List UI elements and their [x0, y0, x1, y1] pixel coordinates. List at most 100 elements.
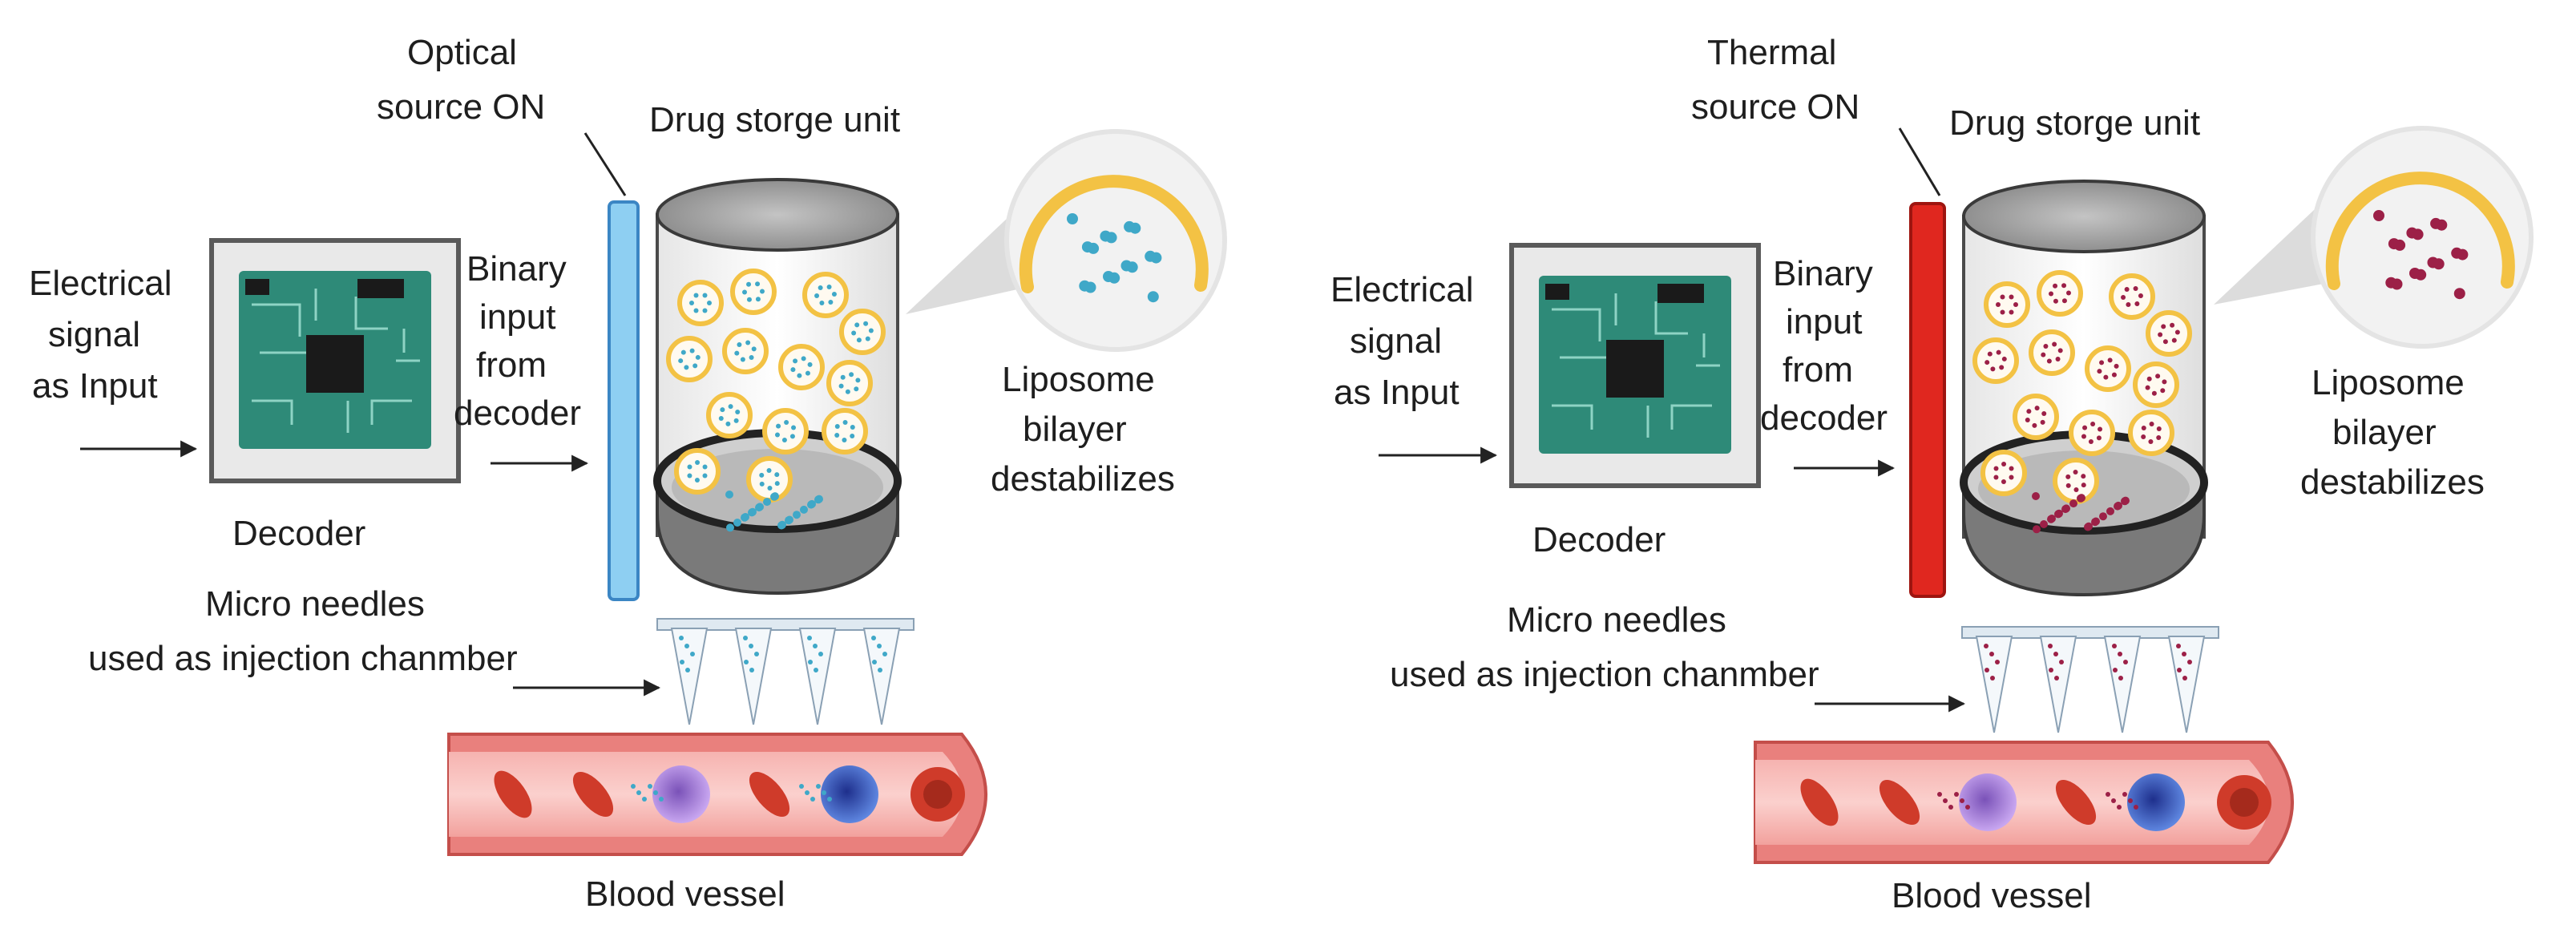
drug-molecule	[2046, 358, 2052, 364]
drug-molecule	[692, 363, 698, 369]
drug-molecule	[2061, 283, 2067, 289]
red-blood-cell-icon	[1800, 778, 1839, 826]
drug-molecule	[2032, 492, 2040, 500]
drug-molecule	[2009, 466, 2014, 471]
drug-molecule	[2156, 426, 2162, 431]
drug-molecule	[2099, 360, 2105, 365]
drug-molecule	[749, 507, 757, 516]
drug-molecule	[1120, 260, 1133, 272]
drug-molecule	[2073, 470, 2078, 475]
white-blood-cell-icon	[821, 765, 878, 823]
drug-molecule	[882, 652, 887, 656]
drug-molecule	[2158, 332, 2163, 337]
drug-molecule	[793, 511, 801, 519]
drug-molecule	[2034, 406, 2040, 411]
source-label-line-1: Optical	[407, 33, 517, 72]
drug-molecule	[1079, 280, 1091, 292]
needle-base	[656, 618, 915, 631]
drug-molecule	[759, 289, 765, 294]
drug-molecule	[2073, 487, 2079, 492]
source-label-line-2: source ON	[377, 87, 545, 127]
drug-molecule	[850, 424, 855, 430]
drug-molecule	[2138, 293, 2143, 298]
drug-molecule	[2122, 792, 2127, 797]
drug-molecule	[845, 389, 850, 394]
drug-molecule	[791, 425, 797, 430]
red-blood-cell-icon	[2055, 779, 2097, 826]
drug-molecule	[680, 660, 684, 664]
optical-source-bar	[608, 200, 640, 601]
drug-molecule	[694, 477, 700, 483]
drug-molecule	[2176, 644, 2181, 648]
drug-molecule	[2162, 379, 2167, 385]
drug-molecule	[813, 644, 818, 648]
drug-molecule	[834, 433, 840, 438]
drug-molecule	[838, 383, 844, 389]
drug-molecule	[819, 301, 825, 306]
liposome-label-line-2: bilayer	[1023, 410, 1127, 449]
drug-molecule	[815, 495, 823, 503]
drug-molecule	[814, 668, 818, 672]
drug-molecule	[2155, 374, 2161, 379]
blood-vessel	[447, 733, 987, 856]
drug-molecule	[631, 784, 636, 789]
input-label-line-3: as Input	[32, 366, 158, 406]
drug-molecule	[2385, 277, 2397, 289]
drug-molecule	[842, 437, 847, 442]
drug-molecule	[863, 321, 869, 326]
drug-molecule	[2048, 644, 2053, 648]
drug-molecule	[687, 473, 692, 479]
drug-molecule	[2124, 287, 2130, 293]
zoom-drug-molecules	[1067, 213, 1162, 303]
microneedle-icon	[2039, 636, 2077, 733]
liposome-icon	[746, 456, 793, 503]
binary-label-line-1: Binary	[1773, 254, 1873, 293]
drug-molecule	[818, 652, 823, 656]
drug-molecule	[2134, 805, 2138, 810]
drug-molecule	[2149, 422, 2154, 427]
liposome-group	[1972, 270, 2192, 504]
drug-molecule	[1984, 360, 1990, 365]
liposome-icon	[2146, 310, 2192, 357]
drug-molecule	[831, 291, 837, 297]
drug-molecule	[2156, 434, 2162, 440]
drug-molecule	[771, 492, 779, 501]
drug-molecule	[1990, 366, 1996, 372]
vessel-label: Blood vessel	[1892, 876, 2091, 915]
liposome-icon	[666, 336, 713, 382]
drug-molecule	[850, 433, 855, 438]
drug-molecule	[679, 636, 684, 640]
source-label-line-2: source ON	[1691, 87, 1859, 127]
drug-molecule	[2085, 522, 2093, 531]
drug-molecule	[648, 784, 652, 789]
drug-molecule	[2112, 644, 2117, 648]
drug-molecule	[695, 460, 701, 466]
drug-molecule	[828, 299, 834, 305]
drug-molecule	[2126, 302, 2131, 308]
blood-vessel	[1754, 741, 2294, 864]
drug-molecule	[1993, 466, 1999, 471]
drug-molecule	[749, 668, 754, 672]
drug-molecule	[2388, 238, 2400, 250]
drug-molecule	[718, 416, 724, 422]
drug-molecule	[2065, 474, 2071, 479]
decoder-chip	[1509, 243, 1761, 488]
drug-molecule	[805, 370, 810, 376]
drug-molecule	[2141, 434, 2146, 440]
drug-molecule	[744, 660, 749, 664]
drug-molecule	[784, 420, 789, 426]
drug-molecule	[2065, 290, 2071, 296]
drug-molecule	[1987, 351, 1993, 357]
drug-molecule	[2009, 475, 2014, 480]
drug-molecule	[2032, 422, 2037, 428]
drug-molecule	[2082, 425, 2088, 430]
drug-molecule	[687, 464, 692, 470]
liposome-icon	[1972, 337, 2019, 384]
drug-molecule	[733, 519, 741, 527]
drug-molecule	[2041, 352, 2046, 357]
liposome-icon	[802, 272, 849, 318]
drug-molecule	[751, 346, 757, 352]
drug-molecule	[2088, 438, 2094, 444]
drug-molecule	[818, 285, 823, 291]
white-blood-cell-icon	[652, 765, 710, 823]
